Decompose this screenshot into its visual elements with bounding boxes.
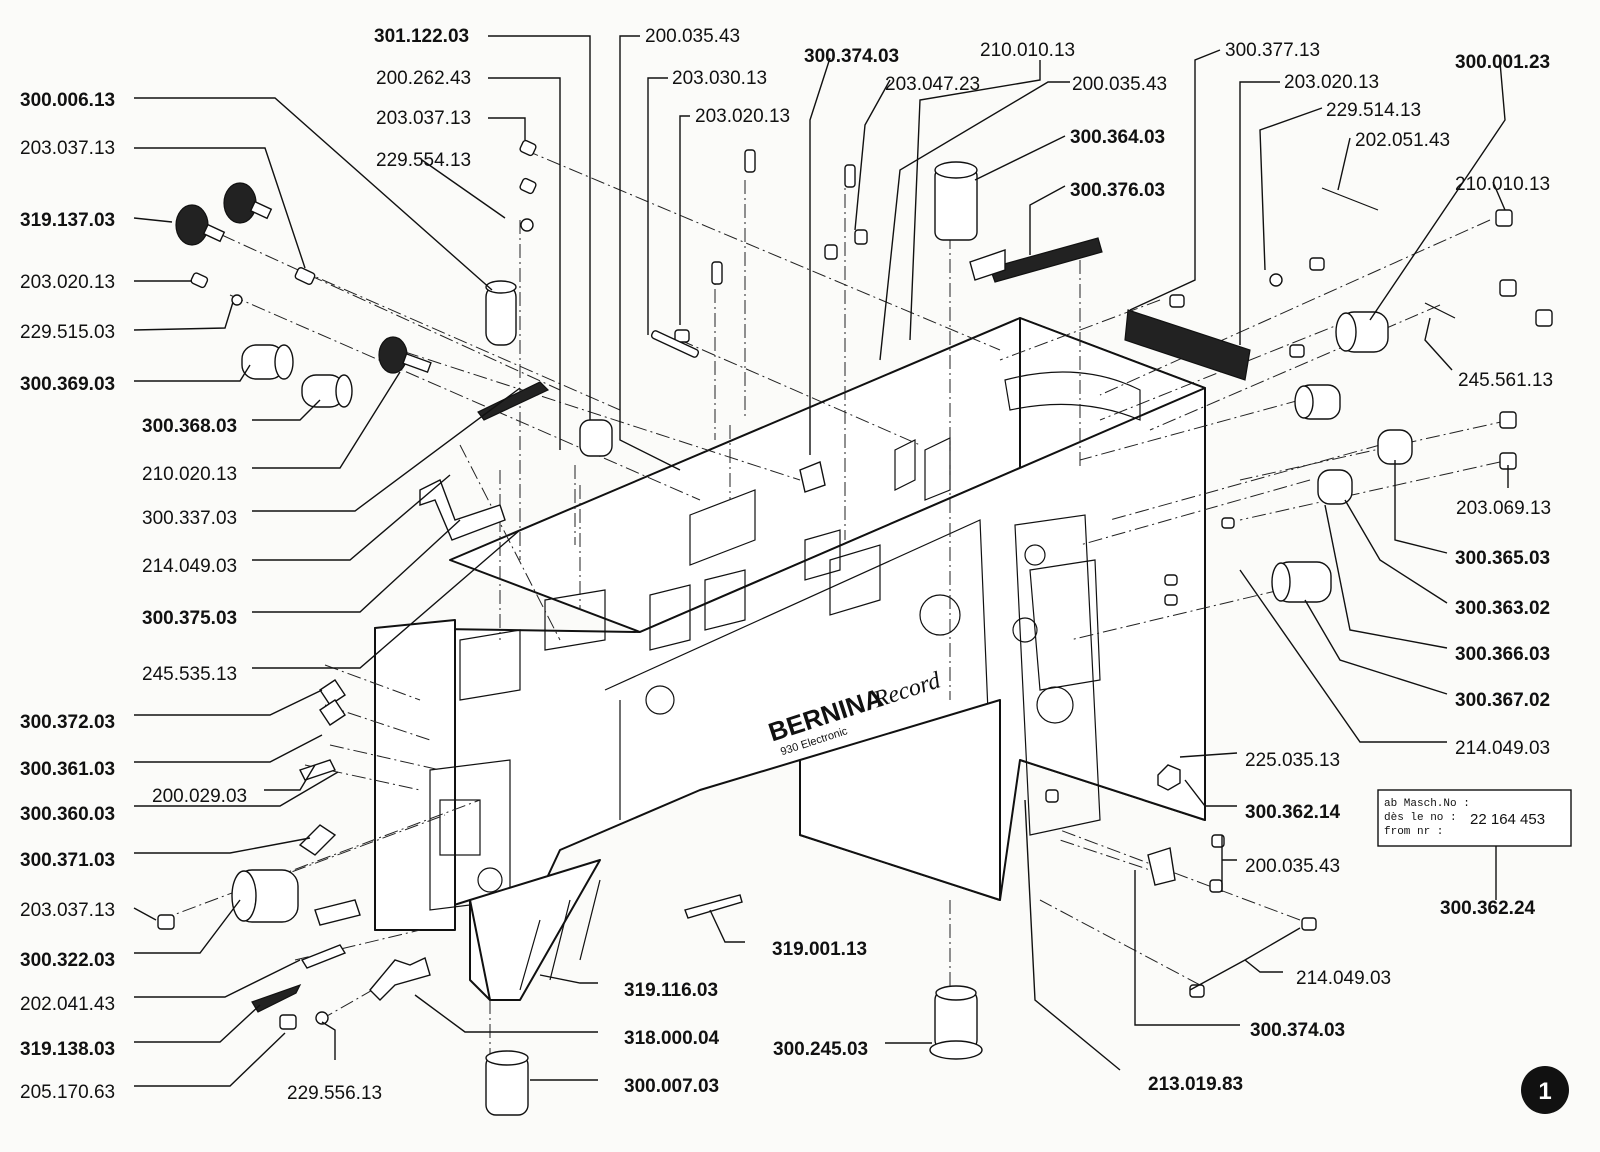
leader-lines [133,35,1509,1087]
label-300-376-03: 300.376.03 [1070,180,1165,201]
assembly-center-lines [159,149,1511,1080]
label-213-019-83: 213.019.83 [1148,1074,1243,1095]
screws [157,139,1553,1030]
label-300-371-03: 300.371.03 [20,850,115,871]
label-210-010-13-a: 210.010.13 [980,40,1075,61]
plate-line-1: ab Masch.No : [1384,798,1470,810]
label-300-006-13: 300.006.13 [20,90,115,111]
label-225-035-13: 225.035.13 [1245,750,1340,771]
page-number-badge: 1 [1521,1066,1569,1114]
label-300-322-03: 300.322.03 [20,950,115,971]
label-300-375-03: 300.375.03 [142,608,237,629]
label-300-337-03: 300.337.03 [142,508,237,529]
plate-line-2: dès le no : [1384,812,1457,824]
label-203-069-13: 203.069.13 [1456,498,1551,519]
label-300-007-03: 300.007.03 [624,1076,719,1097]
label-229-556-13: 229.556.13 [287,1083,382,1104]
label-300-377-13: 300.377.13 [1225,40,1320,61]
label-203-020-13-b: 203.020.13 [1284,72,1379,93]
label-200-035-43-a: 200.035.43 [645,26,740,47]
parts [157,139,1553,1116]
label-203-030-13: 203.030.13 [672,68,767,89]
label-214-049-03-c: 214.049.03 [1296,968,1391,989]
page-number: 1 [1538,1078,1551,1105]
label-200-035-43-c: 200.035.43 [1245,856,1340,877]
label-202-051-43: 202.051.43 [1355,130,1450,151]
label-203-037-13-c: 203.037.13 [20,900,115,921]
label-300-367-02: 300.367.02 [1455,690,1550,711]
label-300-362-14: 300.362.14 [1245,802,1341,823]
label-203-047-23: 203.047.23 [885,74,980,95]
plate-line-3: from nr : [1384,826,1443,838]
label-300-374-03-b: 300.374.03 [1250,1020,1345,1041]
label-214-049-03-a: 214.049.03 [142,556,237,577]
label-300-362-24: 300.362.24 [1440,898,1536,919]
knob-pair [175,182,273,246]
label-205-170-63: 205.170.63 [20,1082,115,1103]
part-labels: 301.122.03 200.035.43 300.374.03 210.010… [20,26,1553,1104]
label-319-116-03: 319.116.03 [624,980,718,1001]
label-300-245-03: 300.245.03 [773,1039,868,1060]
label-200-035-43-b: 200.035.43 [1072,74,1167,95]
label-202-041-43: 202.041.43 [20,994,115,1015]
levers-brackets [251,187,1456,1013]
label-229-514-13: 229.514.13 [1326,100,1421,121]
plate-serial: 22 164 453 [1470,811,1545,828]
label-200-262-43: 200.262.43 [376,68,471,89]
label-214-049-03-b: 214.049.03 [1455,738,1550,759]
label-229-515-03: 229.515.03 [20,322,115,343]
label-300-001-23: 300.001.23 [1455,52,1550,73]
label-300-369-03: 300.369.03 [20,374,115,395]
label-319-137-03: 319.137.03 [20,210,115,231]
label-318-000-04: 318.000.04 [624,1028,720,1049]
label-300-366-03: 300.366.03 [1455,644,1550,665]
label-229-554-13: 229.554.13 [376,150,471,171]
label-245-535-13: 245.535.13 [142,664,237,685]
label-210-020-13: 210.020.13 [142,464,237,485]
label-210-010-13-b: 210.010.13 [1455,174,1550,195]
label-300-368-03: 300.368.03 [142,416,237,437]
label-300-364-03: 300.364.03 [1070,127,1165,148]
label-203-020-13-a: 203.020.13 [695,106,790,127]
label-245-561-13: 245.561.13 [1458,370,1553,391]
label-300-372-03: 300.372.03 [20,712,115,733]
label-300-361-03: 300.361.03 [20,759,115,780]
label-300-374-03-a: 300.374.03 [804,46,899,67]
serial-plate: ab Masch.No : dès le no : from nr : 22 1… [1377,789,1572,900]
label-301-122-03: 301.122.03 [374,26,469,47]
label-319-138-03: 319.138.03 [20,1039,115,1060]
label-300-363-02: 300.363.02 [1455,598,1550,619]
label-200-029-03: 200.029.03 [152,786,247,807]
bushings [231,161,1413,1116]
label-300-365-03: 300.365.03 [1455,548,1550,569]
label-203-037-13-b: 203.037.13 [20,138,115,159]
label-203-037-13-a: 203.037.13 [376,108,471,129]
label-203-020-13-c: 203.020.13 [20,272,115,293]
label-300-360-03: 300.360.03 [20,804,115,825]
label-319-001-13: 319.001.13 [772,939,867,960]
machine-housing [374,317,1206,1001]
